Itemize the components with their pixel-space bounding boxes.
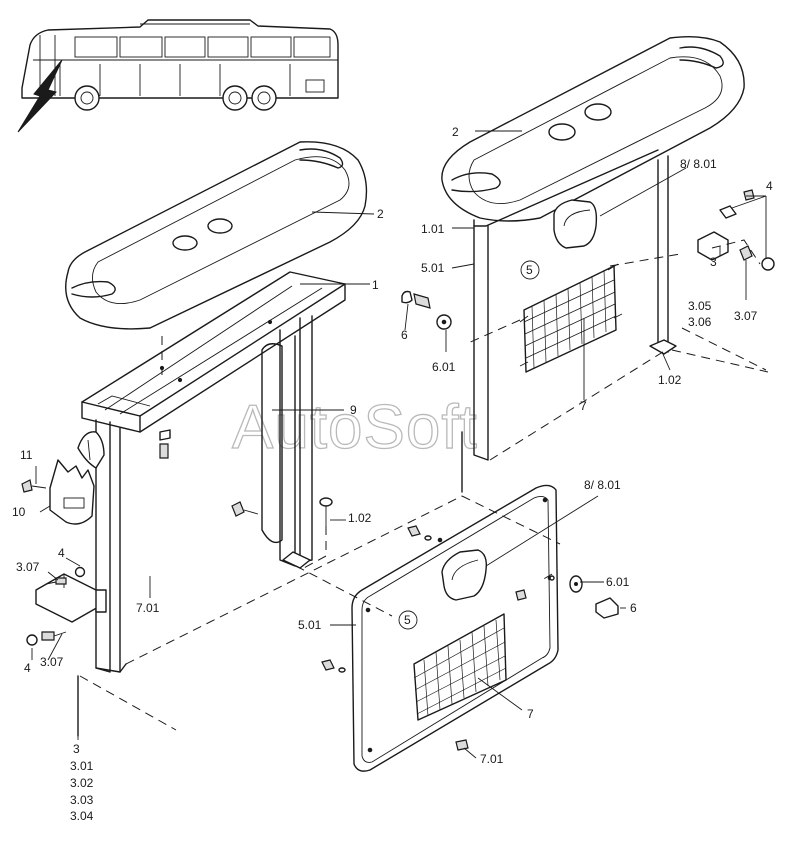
callout-3-02: 3.02: [70, 776, 94, 790]
callout-11: 11: [20, 448, 33, 462]
callout-6-01-top: 6.01: [432, 360, 456, 374]
callout-3-bottom: 3: [73, 742, 80, 756]
watermark-text: AutoSoft: [232, 393, 478, 462]
callout-3-07-left-2: 3.07: [40, 655, 64, 669]
callout-7-top: 7: [580, 399, 587, 413]
overhead-tray-right: [441, 35, 745, 222]
overhead-tray-left: [65, 141, 368, 330]
callout-8-801-top: 8/ 8.01: [680, 157, 717, 171]
callout-3-03: 3.03: [70, 793, 94, 807]
callout-3-05: 3.05: [688, 299, 712, 313]
frame-left: [81, 271, 346, 673]
callout-5-circle-bottom: 5: [398, 610, 418, 630]
callout-6-top: 6: [401, 328, 408, 342]
callout-3-07-left-1: 3.07: [16, 560, 40, 574]
callout-2-top: 2: [452, 125, 459, 139]
callout-7-bottom: 7: [527, 707, 534, 721]
callout-8-801-bottom: 8/ 8.01: [584, 478, 621, 492]
callout-9: 9: [350, 403, 357, 417]
side-panel-bottom: [321, 484, 619, 772]
callout-5-circle-top: 5: [520, 260, 540, 280]
bus-locator-thumbnail: [17, 19, 339, 133]
callout-6-01-bottom: 6.01: [606, 575, 630, 589]
callout-1-02-top: 1.02: [658, 373, 682, 387]
callout-3-06: 3.06: [688, 315, 712, 329]
fasteners-left: [159, 429, 333, 526]
callout-3-01: 3.01: [70, 759, 94, 773]
callout-5-01-bottom: 5.01: [298, 618, 322, 632]
callout-1-02-mid: 1.02: [348, 511, 372, 525]
svg-text:5: 5: [526, 263, 533, 277]
callout-4-top: 4: [766, 179, 773, 193]
callout-3-07-top: 3.07: [734, 309, 758, 323]
callout-labels: 2 8/ 8.01 4 2 1.01 5.01 5 1 6 6.01 3 3.0…: [12, 125, 773, 823]
callout-4-left: 4: [58, 546, 65, 560]
leader-lines: [31, 130, 767, 759]
callout-4-left-2: 4: [24, 661, 31, 675]
callout-10: 10: [12, 505, 26, 519]
reference-lines: [79, 239, 769, 731]
bracket-left: [26, 566, 107, 737]
callout-1-01: 1.01: [421, 222, 445, 236]
callout-3-04: 3.04: [70, 809, 94, 823]
svg-text:5: 5: [404, 613, 411, 627]
callout-1: 1: [372, 278, 379, 292]
callout-2-left: 2: [377, 207, 384, 221]
callout-7-01-bottom: 7.01: [480, 752, 504, 766]
callout-5-01-top: 5.01: [421, 261, 445, 275]
frame-right: [401, 149, 775, 493]
callout-7-01-left: 7.01: [136, 601, 160, 615]
callout-6-bottom: 6: [630, 601, 637, 615]
seat-corner-piece: [21, 431, 105, 525]
callout-3-top: 3: [710, 255, 717, 269]
